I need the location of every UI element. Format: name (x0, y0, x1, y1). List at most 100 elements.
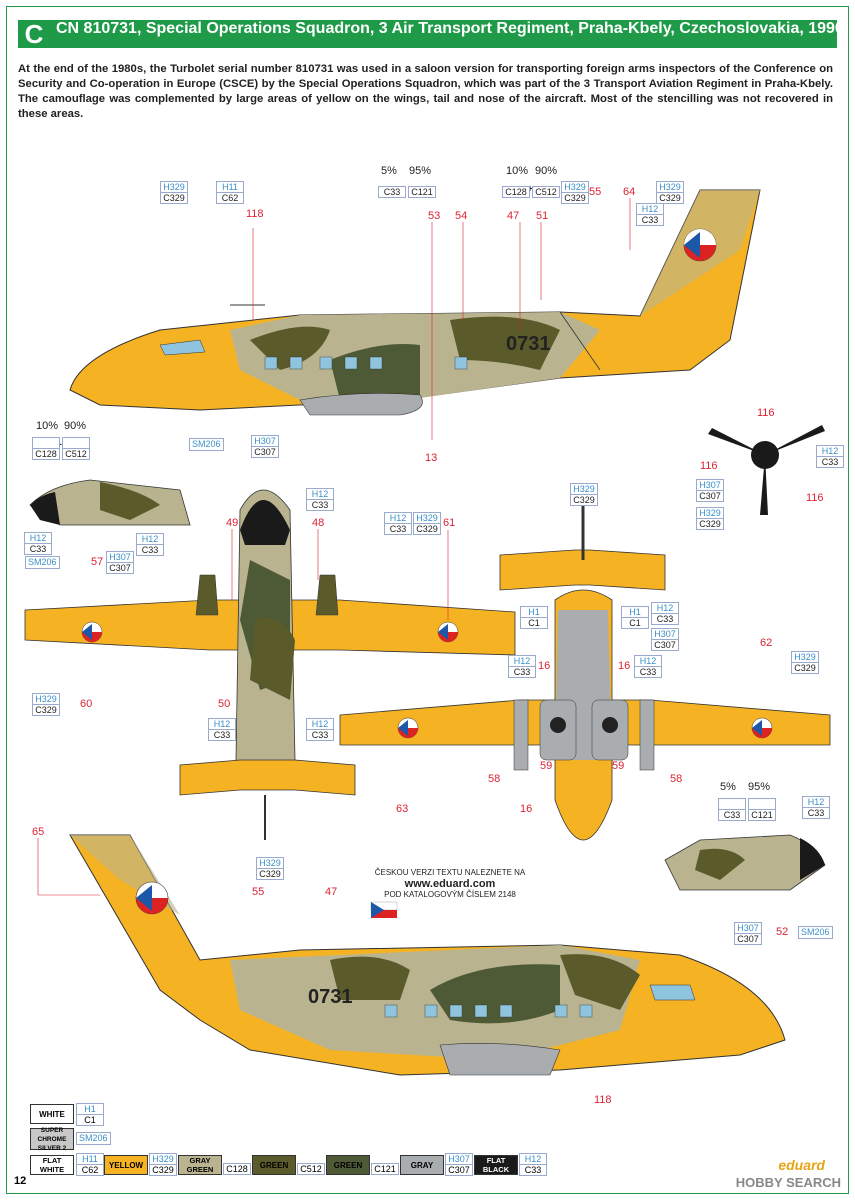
legend-code-green-512: C512 (297, 1153, 325, 1175)
mix1-b: 95% (748, 781, 771, 793)
czech-flag (370, 901, 398, 918)
decal-13: 13 (425, 452, 438, 464)
mix1-a: 5% (720, 781, 736, 793)
decal-64: 64 (623, 186, 636, 198)
code-c128-mix: C128 (502, 186, 530, 198)
code-c128: C128 (32, 437, 60, 460)
code-sm206: SM206 (798, 926, 833, 939)
legend-swatch-yellow: YELLOW (104, 1155, 148, 1175)
mix2-b: 90% (64, 420, 87, 432)
decal-48: 48 (312, 517, 325, 529)
watermark: HOBBY SEARCH (735, 1175, 841, 1190)
nacelle-view-left (29, 479, 191, 526)
legend-code-green-121: C121 (371, 1153, 399, 1175)
decal-116: 116 (806, 492, 824, 504)
decal-55: 55 (589, 186, 602, 198)
decal-60: 60 (80, 698, 93, 710)
page-number: 12 (14, 1175, 27, 1187)
mix2-a: 10% (36, 420, 59, 432)
decal-58: 58 (488, 773, 501, 785)
decal-61: 61 (443, 517, 456, 529)
code-c33-mix: C33 (378, 186, 406, 198)
legend-swatch-gray-green: GRAY GREEN (178, 1155, 222, 1175)
decal-59: 59 (612, 760, 625, 772)
decal-118: 118 (246, 208, 264, 220)
czech-note-line1: ČESKOU VERZI TEXTU NALEZNETE NA (374, 868, 526, 877)
side-view-left (69, 189, 761, 416)
intro-text: At the end of the 1980s, the Turbolet se… (18, 63, 833, 120)
legend-swatch-flat-black: FLAT BLACK (474, 1155, 518, 1175)
code-sm206: SM206 (189, 438, 224, 451)
eduard-logo: eduard (778, 1157, 825, 1173)
decal-16: 16 (538, 660, 551, 672)
side-view-right (69, 834, 786, 1076)
mix2-b: 90% (535, 165, 558, 177)
legend-code-gray-green: C128 (223, 1153, 251, 1175)
code-c121-mix: C121 (408, 186, 436, 198)
nacelle-view-right (664, 834, 826, 891)
callout-lines (37, 198, 631, 896)
decal-16: 16 (520, 803, 533, 815)
decal-52: 52 (776, 926, 789, 938)
legend-swatch-gray: GRAY (400, 1155, 444, 1175)
scheme-title: CN 810731, Special Operations Squadron, … (56, 20, 844, 37)
eduard-url[interactable]: www.eduard.com (404, 878, 496, 890)
header-bar (18, 20, 837, 48)
decal-47: 47 (325, 886, 338, 898)
decal-57: 57 (91, 556, 104, 568)
decal-16: 16 (618, 660, 631, 672)
code-c33: C33 (718, 798, 746, 821)
decal-54: 54 (455, 210, 468, 222)
decal-62: 62 (760, 637, 773, 649)
czech-note: ČESKOU VERZI TEXTU NALEZNETE NA www.edua… (330, 868, 570, 900)
legend-swatch-white: WHITE (30, 1104, 74, 1124)
propeller-view (708, 425, 825, 515)
decal-116: 116 (757, 407, 775, 419)
decal-51: 51 (536, 210, 549, 222)
side-serial-bottom: 0731 (308, 986, 353, 1008)
legend-swatch-green-512: GREEN (252, 1155, 296, 1175)
decal-50: 50 (218, 698, 231, 710)
czech-note-line2: POD KATALOGOVÝM ČÍSLEM 2148 (384, 890, 516, 899)
code-sm206: SM206 (25, 556, 60, 569)
legend-swatch-green-121: GREEN (326, 1155, 370, 1175)
page-border (6, 6, 849, 1194)
decal-59: 59 (540, 760, 553, 772)
decal-47: 47 (507, 210, 520, 222)
code-c512-mix: C512 (532, 186, 560, 198)
decal-55: 55 (252, 886, 265, 898)
decal-63: 63 (396, 803, 409, 815)
scheme-letter: C (24, 19, 44, 49)
